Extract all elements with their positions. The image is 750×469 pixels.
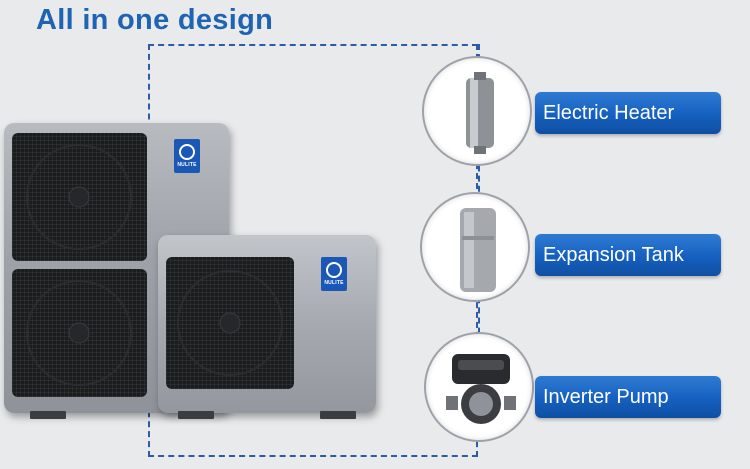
logo-mark-icon (326, 262, 342, 278)
fan-grille (166, 257, 294, 389)
unit-foot (30, 411, 66, 419)
component-label-expansion-tank: Expansion Tank (535, 234, 721, 276)
component-label-electric-heater: Electric Heater (535, 92, 721, 134)
expansion-tank-image (420, 192, 530, 302)
fan-icon (26, 280, 132, 386)
inverter-pump-image (424, 332, 534, 442)
fan-grille-top (12, 133, 147, 261)
brand-logo: NULITE (321, 257, 347, 291)
fan-icon (177, 270, 283, 376)
brand-name: NULITE (324, 280, 344, 286)
brand-logo: NULITE (174, 139, 200, 173)
fan-icon (26, 144, 132, 250)
fan-grille-bottom (12, 269, 147, 397)
logo-mark-icon (179, 144, 195, 160)
component-label-inverter-pump: Inverter Pump (535, 376, 721, 418)
unit-foot (320, 411, 356, 419)
page-title: All in one design (36, 4, 274, 36)
electric-heater-image (422, 56, 532, 166)
brand-name: NULITE (177, 162, 197, 168)
unit-foot (178, 411, 214, 419)
heat-pump-unit-small: NULITE (158, 235, 376, 419)
